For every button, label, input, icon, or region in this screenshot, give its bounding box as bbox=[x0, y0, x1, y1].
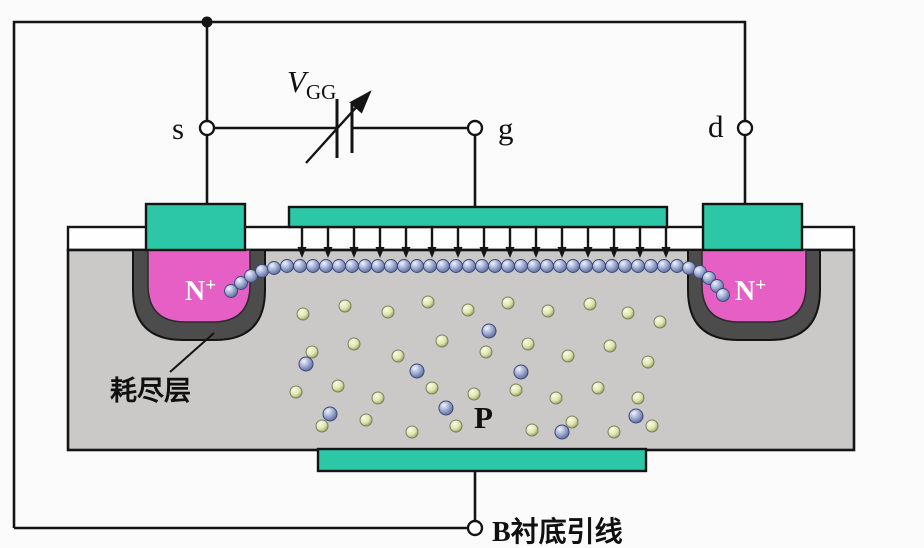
gate-label: g bbox=[498, 111, 514, 146]
drain-contact bbox=[701, 202, 804, 252]
drain-label: d bbox=[708, 109, 724, 144]
p-substrate-label: P bbox=[474, 400, 493, 435]
vgg-variable-arrow-icon bbox=[305, 90, 372, 164]
bulk-lead-label: B衬底引线 bbox=[492, 516, 623, 548]
n-plus-label-right: N+ bbox=[735, 275, 766, 307]
gate-terminal-node bbox=[466, 119, 484, 137]
n-plus-region-right bbox=[701, 249, 807, 323]
vgg-label: VGG bbox=[287, 64, 336, 104]
outer-loop-wire bbox=[12, 20, 747, 528]
drain-terminal-node bbox=[736, 119, 754, 137]
source-terminal-node bbox=[198, 119, 216, 137]
n-plus-region-left bbox=[147, 249, 251, 323]
depletion-pointer-line bbox=[169, 332, 215, 373]
terminals: s g d bbox=[172, 109, 754, 537]
gate-field-arrows bbox=[296, 226, 672, 260]
source-label: s bbox=[172, 111, 184, 146]
bulk-terminal-node bbox=[466, 519, 484, 537]
vgg-source-symbol: VGG bbox=[287, 64, 372, 164]
gate-electrode bbox=[287, 205, 669, 229]
bulk-contact bbox=[316, 447, 648, 473]
annotations: 耗尽层 P B衬底引线 bbox=[110, 332, 623, 548]
depletion-layer-label: 耗尽层 bbox=[110, 376, 191, 406]
source-contact bbox=[144, 202, 247, 252]
n-plus-label-left: N+ bbox=[185, 275, 216, 307]
device-structure: N+ N+ bbox=[66, 202, 856, 473]
circuit-wires bbox=[12, 16, 747, 530]
